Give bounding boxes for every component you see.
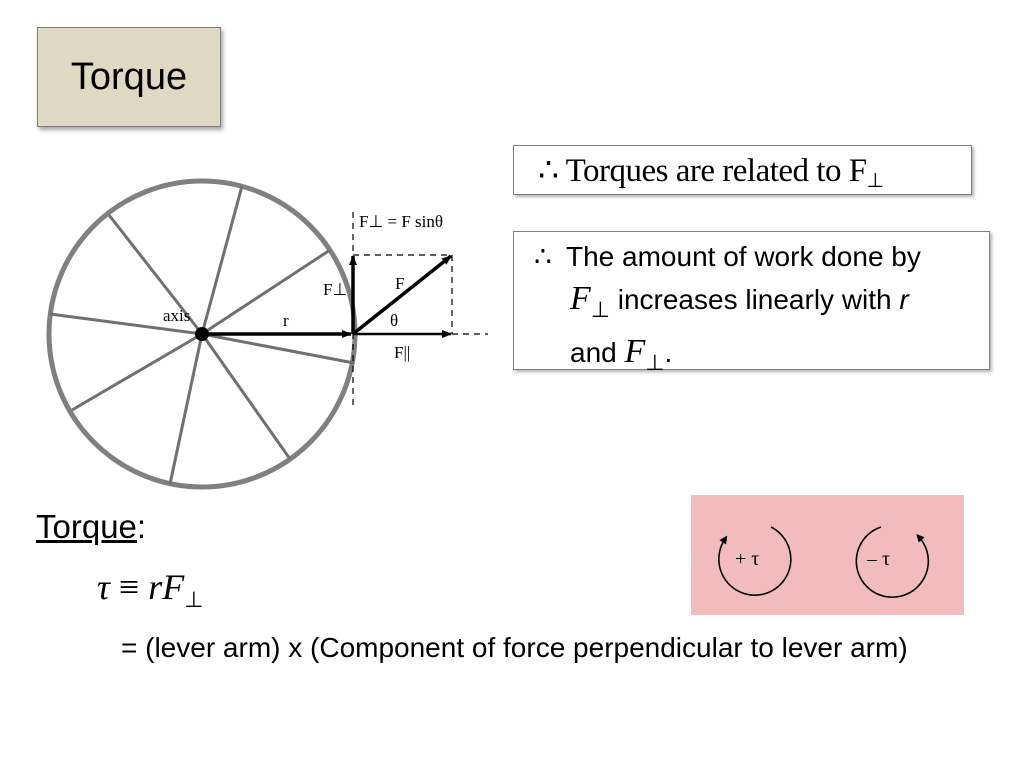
torques-related-text: Torques are related to F	[558, 153, 867, 189]
work-line-3: and F⊥.	[534, 331, 983, 384]
f-arrow	[351, 254, 453, 336]
guide-lines	[352, 212, 488, 410]
formula-subscript: ⊥	[184, 587, 204, 612]
slide-title-text: Torque	[70, 55, 188, 98]
f-perp-symbol-2: F⊥	[624, 333, 665, 375]
wheel-spokes	[49, 185, 355, 485]
work-period: .	[664, 337, 673, 368]
work-text-1: The amount of work done by	[566, 241, 921, 272]
equiv-symbol: ≡	[109, 567, 149, 607]
work-text-2: increases linearly with	[609, 284, 900, 315]
negative-torque-label: – τ	[866, 548, 890, 570]
f-perp-label: F⊥	[323, 280, 347, 299]
f-perp-symbol: F⊥	[570, 280, 610, 322]
torque-sign-panel: + τ – τ	[691, 495, 964, 615]
torque-formula: τ ≡ rF⊥	[97, 566, 203, 613]
formula-rhs: rF	[148, 567, 185, 607]
r-variable: r	[899, 284, 909, 315]
tau-symbol: τ	[97, 567, 110, 607]
work-text-and: and	[570, 337, 625, 368]
axis-point	[195, 327, 209, 341]
axis-label: axis	[163, 306, 190, 325]
positive-torque-label: + τ	[735, 548, 759, 570]
therefore-symbol: ∴	[538, 153, 559, 189]
slide-title: Torque	[37, 27, 221, 127]
cw-arrow-icon	[855, 526, 930, 598]
sign-convention-diagram: + τ – τ	[718, 526, 930, 598]
work-line-1: ∴ The amount of work done by	[534, 236, 983, 278]
f-perp-equation: F⊥ = F sinθ	[359, 212, 443, 231]
therefore-symbol: ∴	[534, 240, 552, 273]
f-label: F	[395, 274, 404, 293]
torque-heading-colon: :	[136, 508, 147, 545]
perp-subscript: ⊥	[866, 170, 884, 192]
torque-heading-text: Torque	[36, 508, 137, 545]
torque-heading: Torque:	[36, 508, 146, 546]
f-parallel-label: F||	[394, 343, 410, 362]
theta-label: θ	[390, 311, 398, 330]
wheel-diagram: axis r F⊥ F θ F|| F⊥ = F sinθ	[46, 178, 488, 490]
work-done-box: ∴ The amount of work done by F⊥ increases…	[513, 231, 990, 375]
torques-related-box: ∴ Torques are related to F⊥	[513, 145, 972, 195]
work-line-2: F⊥ increases linearly with r	[534, 278, 983, 331]
ccw-arrow-icon	[718, 526, 792, 596]
r-label: r	[283, 311, 289, 330]
torque-explanation: = (lever arm) x (Component of force perp…	[121, 632, 908, 663]
